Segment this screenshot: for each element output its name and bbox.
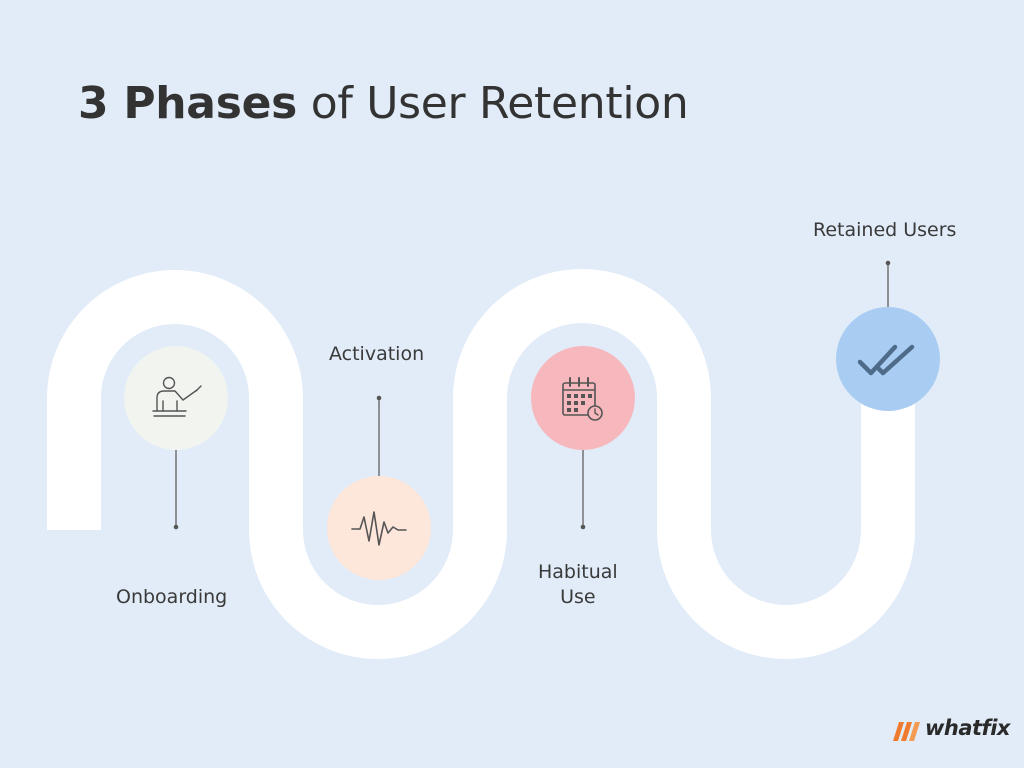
- activation-node: [327, 476, 431, 580]
- double-check-icon: [857, 344, 915, 376]
- connector-habitual-use: [580, 450, 586, 530]
- onboarding-node: [124, 346, 228, 450]
- label-habitual-use-line2: Use: [560, 586, 596, 608]
- whatfix-logo: whatfix: [893, 716, 1010, 740]
- retained-users-node: [836, 307, 940, 411]
- label-onboarding: Onboarding: [116, 586, 228, 608]
- page-title: 3 Phases of User Retention: [78, 78, 689, 129]
- connector-onboarding: [173, 450, 179, 530]
- calendar-clock-icon: [562, 377, 603, 421]
- connector-activation: [376, 395, 382, 477]
- whatfix-logo-text: whatfix: [925, 716, 1010, 740]
- label-habitual-use: Habitual Use: [538, 560, 618, 610]
- connector-retained-users: [885, 260, 891, 307]
- winding-path: [47, 269, 915, 659]
- title-bold: 3 Phases: [78, 78, 298, 129]
- heartbeat-pulse-icon: [351, 511, 407, 546]
- label-habitual-use-line1: Habitual: [538, 561, 618, 583]
- label-retained-users: Retained Users: [813, 219, 957, 241]
- habitual-use-node: [531, 346, 635, 450]
- teacher-board-icon: [152, 376, 202, 417]
- title-rest: of User Retention: [297, 78, 689, 129]
- label-activation: Activation: [329, 343, 425, 365]
- whatfix-logo-mark: [893, 722, 920, 741]
